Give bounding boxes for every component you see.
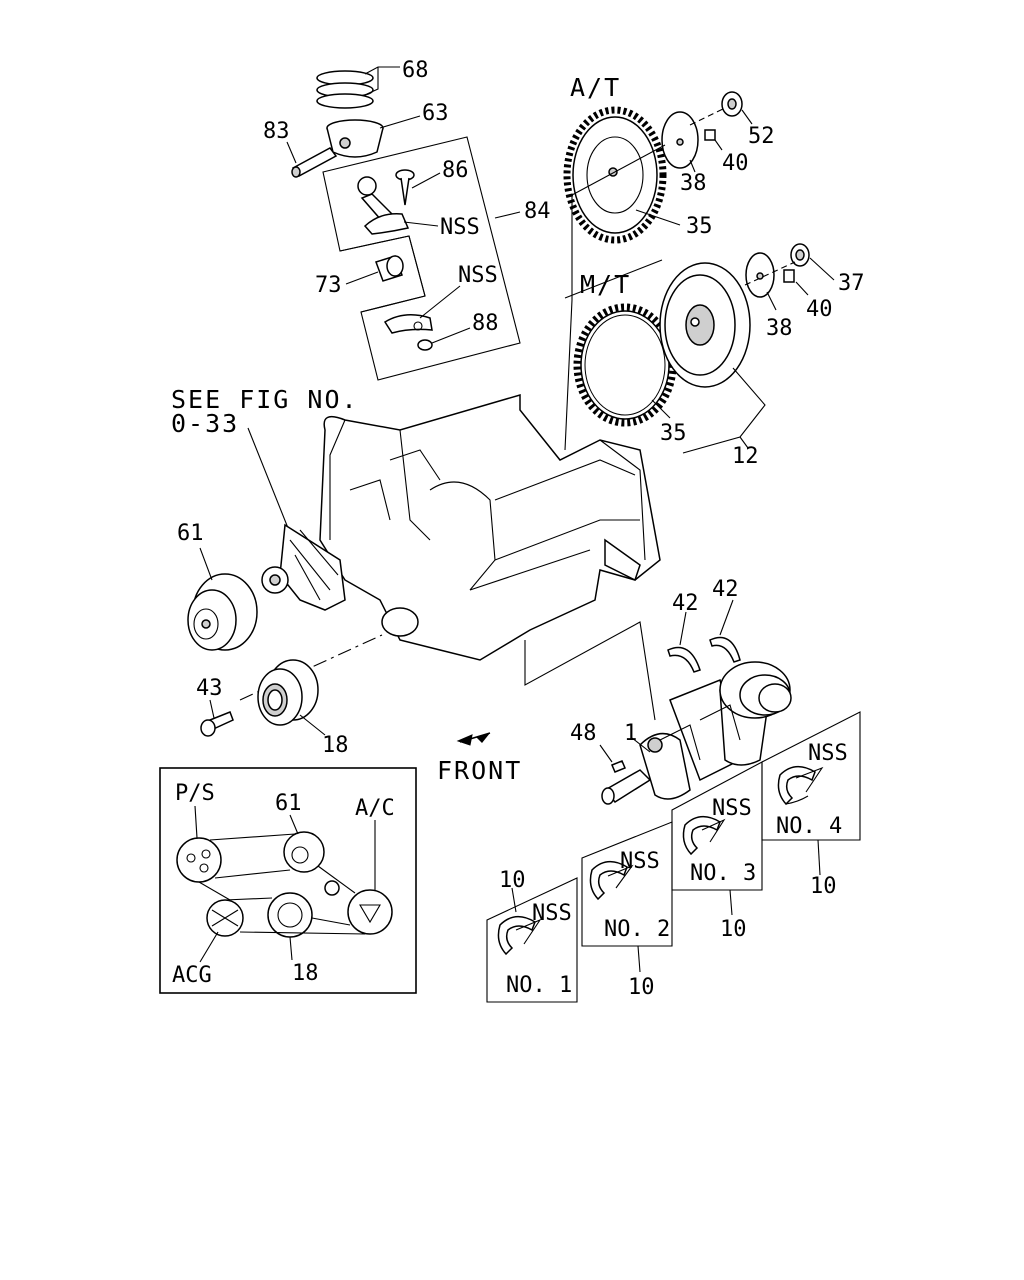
flywheel-leader (564, 195, 573, 451)
label-bearing-no4-nss: NSS (808, 741, 848, 766)
label-piston-rings: 68 (402, 58, 429, 83)
conrod-bolt (395, 169, 441, 206)
mt-flywheel (659, 262, 751, 388)
label-at: A/T (570, 73, 621, 102)
crankshaft (601, 661, 792, 805)
label-crank-bolt: 43 (196, 676, 223, 701)
label-mt-spacer: 37 (838, 271, 865, 296)
label-at-bolt: 40 (722, 151, 749, 176)
label-bushing: 73 (315, 273, 342, 298)
label-crank-pulley: 18 (322, 733, 349, 758)
bushing (345, 255, 404, 285)
label-conrod-nut: 88 (472, 311, 499, 336)
label-belt-61: 61 (275, 791, 302, 816)
label-bearing-no2-nss: NSS (620, 849, 660, 874)
label-bearing-no3: NO. 3 (690, 861, 756, 886)
label-mt: M/T (580, 270, 631, 299)
label-see-fig-line1: SEE FIG NO. (171, 385, 359, 414)
label-bearing-no2-ref: 10 (628, 975, 655, 1000)
label-bearing-no1-ref-top: 10 (499, 868, 526, 893)
belt-18-leader (289, 936, 293, 961)
at-spacer (689, 91, 753, 126)
label-mt-ring-gear: 35 (660, 421, 687, 446)
label-bearing-no2: NO. 2 (604, 917, 670, 942)
bearing-no2-box (581, 821, 673, 973)
label-bearing-no1-nss: NSS (532, 901, 572, 926)
at-ring-gear (563, 106, 681, 244)
label-belt-18: 18 (292, 961, 319, 986)
conrod-assembly-frame (322, 136, 521, 381)
belt-61-leader (289, 814, 299, 835)
mt-bolt (783, 269, 809, 296)
bearing-no1-box (486, 877, 578, 1003)
mt-spacer (744, 243, 835, 286)
at-plate (661, 111, 699, 173)
connecting-rod (357, 176, 439, 235)
label-cap-nss: NSS (458, 263, 498, 288)
label-bearing-no1: NO. 1 (506, 973, 572, 998)
label-piston-pin: 83 (263, 119, 290, 144)
engine-block (319, 394, 661, 661)
label-belt-ps: P/S (175, 781, 215, 806)
piston-rings (316, 66, 400, 109)
label-conrod-nss: NSS (440, 215, 480, 240)
label-bearing-no4: NO. 4 (776, 814, 842, 839)
at-leader (571, 144, 666, 196)
label-belt-ac: A/C (355, 796, 395, 821)
belt-routing (176, 831, 393, 938)
at-bolt (704, 129, 723, 151)
label-crank-key: 48 (570, 721, 597, 746)
label-thrust-washer-b: 42 (712, 577, 739, 602)
crank-bolt (200, 699, 234, 737)
water-pump-bracket (261, 523, 346, 611)
label-bearing-no3-ref: 10 (720, 917, 747, 942)
label-bearing-no3-nss: NSS (712, 796, 752, 821)
bearing-no4-box (761, 711, 861, 876)
label-mt-bolt: 40 (806, 297, 833, 322)
crank-pulley (257, 659, 326, 736)
crank-key (599, 744, 626, 773)
label-at-ring-gear: 35 (686, 214, 713, 239)
label-crankshaft: 1 (624, 721, 637, 746)
flywheel-assembly-bracket (682, 367, 766, 454)
label-at-spacer: 52 (748, 124, 775, 149)
conrod-nut (417, 327, 471, 351)
label-mt-plate: 38 (766, 316, 793, 341)
piston (326, 115, 421, 158)
piston-pin (286, 141, 338, 178)
belt-diagram-frame (159, 767, 417, 994)
label-flywheel-assembly: 12 (732, 444, 759, 469)
see-fig-leader (247, 427, 293, 539)
label-at-plate: 38 (680, 171, 707, 196)
label-see-fig-line2: 0-33 (171, 409, 239, 438)
thrust-washers (667, 599, 741, 673)
label-conrod-bolt: 86 (442, 158, 469, 183)
label-conrod-assembly: 84 (524, 199, 551, 224)
mt-plate (745, 252, 777, 311)
mt-ring-gear (573, 303, 677, 427)
label-belt-acg: ACG (172, 963, 212, 988)
crank-leader (524, 621, 656, 721)
label-water-pump-pulley: 61 (177, 521, 204, 546)
mt-leader (564, 259, 663, 299)
belt-acg-leader (199, 931, 219, 963)
label-thrust-washer-a: 42 (672, 591, 699, 616)
label-piston: 63 (422, 101, 449, 126)
label-front: FRONT (437, 756, 522, 785)
belt-ps-leader (194, 805, 198, 839)
water-pump-pulley (187, 547, 258, 651)
label-bearing-no4-ref: 10 (810, 874, 837, 899)
conrod-cap (383, 285, 461, 334)
front-arrow-icon (456, 732, 491, 746)
